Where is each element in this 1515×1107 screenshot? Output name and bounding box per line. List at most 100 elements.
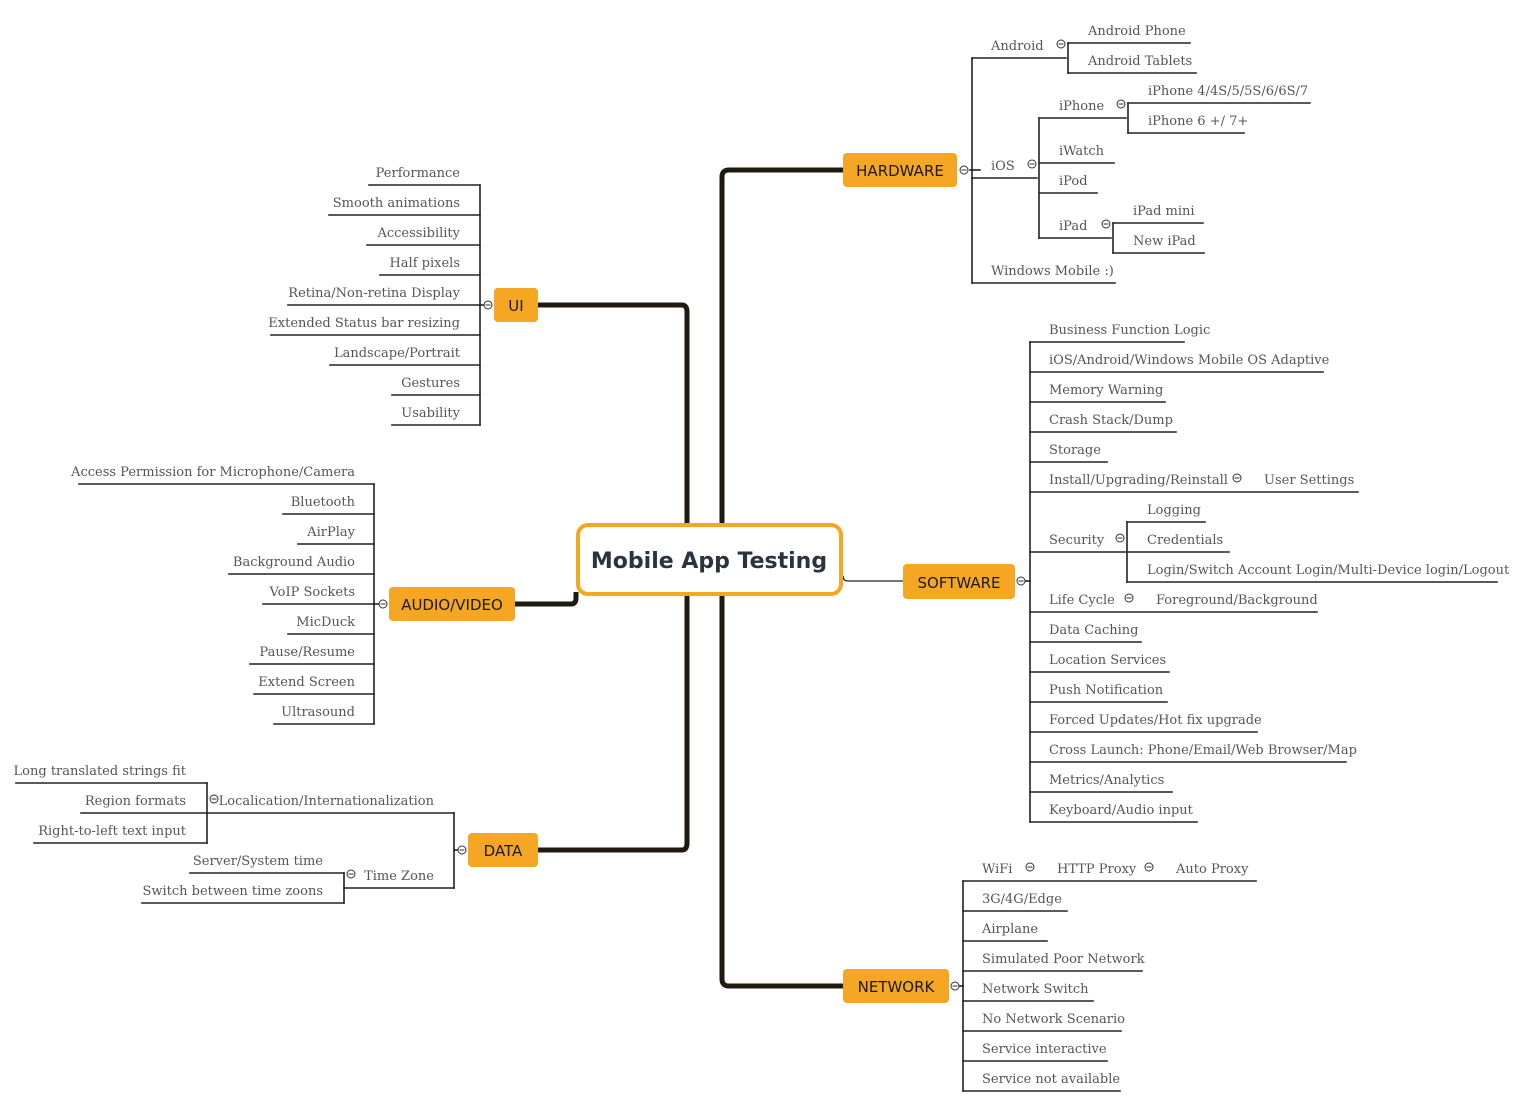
hw-windows-mobile[interactable]: Windows Mobile :) [991,264,1114,279]
branch-hardware[interactable]: HARDWARE [843,153,957,187]
collapse-network-icon[interactable] [950,981,960,991]
data-tz-server-time[interactable]: Server/System time [193,854,323,869]
hw-iwatch[interactable]: iWatch [1059,144,1105,159]
net-auto-proxy[interactable]: Auto Proxy [1175,862,1249,877]
sw-business-logic[interactable]: Business Function Logic [1049,323,1210,338]
branch-audio-video-label: AUDIO/VIDEO [401,596,503,614]
data-loc-long-strings[interactable]: Long translated strings fit [14,764,187,779]
ui-item-landscape-portrait[interactable]: Landscape/Portrait [334,346,461,361]
ui-item-performance[interactable]: Performance [376,166,461,181]
av-item-ultrasound[interactable]: Ultrasound [281,705,355,720]
branch-data[interactable]: DATA [468,833,538,867]
branch-software-label: SOFTWARE [917,574,1000,592]
av-item-permission[interactable]: Access Permission for Microphone/Camera [70,465,355,480]
hw-iphone-models-1[interactable]: iPhone 4/4S/5/5S/6/6S/7 [1148,84,1308,99]
collapse-software-icon[interactable] [1016,576,1026,586]
root-node[interactable]: Mobile App Testing [576,523,843,596]
sw-data-caching[interactable]: Data Caching [1049,623,1138,638]
data-loc-region-formats[interactable]: Region formats [85,794,186,809]
hw-ipod[interactable]: iPod [1059,174,1088,189]
ui-item-gestures[interactable]: Gestures [401,376,460,391]
collapse-ios-icon[interactable] [1027,159,1037,169]
collapse-install-icon[interactable] [1232,473,1242,483]
net-no-network[interactable]: No Network Scenario [982,1012,1125,1027]
sw-forced-updates[interactable]: Forced Updates/Hot fix upgrade [1049,713,1262,728]
ui-item-half-pixels[interactable]: Half pixels [389,256,460,271]
hw-ios[interactable]: iOS [991,159,1015,174]
root-title: Mobile App Testing [591,549,827,574]
ui-item-usability[interactable]: Usability [401,406,460,421]
av-item-airplay[interactable]: AirPlay [306,525,355,540]
sw-location-services[interactable]: Location Services [1049,653,1166,668]
sw-security[interactable]: Security [1049,533,1105,548]
sw-install[interactable]: Install/Upgrading/Reinstall [1049,473,1228,488]
hw-ipad[interactable]: iPad [1059,219,1087,234]
collapse-android-icon[interactable] [1056,39,1066,49]
data-localization[interactable]: Localication/Internationalization [219,794,435,809]
branch-data-label: DATA [484,842,523,860]
av-item-bluetooth[interactable]: Bluetooth [291,495,356,510]
av-item-extend-screen[interactable]: Extend Screen [258,675,355,690]
net-cellular[interactable]: 3G/4G/Edge [982,892,1062,907]
branch-audio-video[interactable]: AUDIO/VIDEO [389,587,515,621]
net-service-interactive[interactable]: Service interactive [982,1042,1107,1057]
collapse-wifi-icon[interactable] [1025,862,1035,872]
branch-software[interactable]: SOFTWARE [903,564,1015,599]
av-item-pause-resume[interactable]: Pause/Resume [259,645,355,660]
av-item-micduck[interactable]: MicDuck [296,615,355,630]
net-airplane[interactable]: Airplane [981,922,1038,937]
sw-cross-launch[interactable]: Cross Launch: Phone/Email/Web Browser/Ma… [1049,743,1357,758]
hw-android[interactable]: Android [990,39,1044,54]
sw-storage[interactable]: Storage [1049,443,1101,458]
sw-push-notification[interactable]: Push Notification [1049,683,1164,698]
net-network-switch[interactable]: Network Switch [982,982,1089,997]
collapse-hardware-icon[interactable] [959,165,969,175]
audio-video-subtree: Access Permission for Microphone/Camera … [70,465,384,725]
data-loc-rtl-input[interactable]: Right-to-left text input [38,824,187,839]
sw-memory-warning[interactable]: Memory Warning [1049,383,1163,398]
hw-android-phone[interactable]: Android Phone [1087,24,1186,39]
sw-os-adaptive[interactable]: iOS/Android/Windows Mobile OS Adaptive [1049,353,1330,368]
net-poor-network[interactable]: Simulated Poor Network [982,952,1145,967]
ui-item-retina[interactable]: Retina/Non-retina Display [288,286,460,301]
ui-item-status-bar[interactable]: Extended Status bar resizing [268,316,460,331]
branch-network[interactable]: NETWORK [843,969,949,1003]
hw-new-ipad[interactable]: New iPad [1133,234,1196,249]
collapse-data-icon[interactable] [457,845,467,855]
collapse-localization-icon[interactable] [209,794,219,804]
hw-iphone-models-2[interactable]: iPhone 6 +/ 7+ [1148,114,1248,129]
collapse-ui-icon[interactable] [483,300,493,310]
net-http-proxy[interactable]: HTTP Proxy [1057,862,1137,877]
sw-metrics[interactable]: Metrics/Analytics [1049,773,1164,788]
hw-iphone[interactable]: iPhone [1059,99,1104,114]
sw-keyboard-audio[interactable]: Keyboard/Audio input [1049,803,1194,818]
av-item-voip[interactable]: VoIP Sockets [268,585,355,600]
sw-login-switch[interactable]: Login/Switch Account Login/Multi-Device … [1147,563,1510,578]
collapse-ipad-icon[interactable] [1101,219,1111,229]
collapse-audio-video-icon[interactable] [378,599,388,609]
av-item-background-audio[interactable]: Background Audio [233,555,355,570]
collapse-http-proxy-icon[interactable] [1144,862,1154,872]
branch-ui[interactable]: UI [494,288,538,322]
sw-credentials[interactable]: Credentials [1147,533,1223,548]
collapse-timezone-icon[interactable] [346,869,356,879]
branch-network-label: NETWORK [858,978,936,996]
hw-ipad-mini[interactable]: iPad mini [1133,204,1195,219]
collapse-lifecycle-icon[interactable] [1124,593,1134,603]
ui-item-smooth-animations[interactable]: Smooth animations [333,196,460,211]
data-tz-switch[interactable]: Switch between time zoons [142,884,323,899]
collapse-security-icon[interactable] [1115,533,1125,543]
sw-logging[interactable]: Logging [1147,503,1201,518]
central-connectors [515,167,903,989]
net-wifi[interactable]: WiFi [982,862,1012,877]
sw-crash-stack[interactable]: Crash Stack/Dump [1049,413,1173,428]
hw-android-tablets[interactable]: Android Tablets [1087,54,1192,69]
ui-item-accessibility[interactable]: Accessibility [376,226,460,241]
data-time-zone[interactable]: Time Zone [364,869,434,884]
sw-user-settings[interactable]: User Settings [1264,473,1354,488]
collapse-iphone-icon[interactable] [1116,99,1126,109]
sw-life-cycle[interactable]: Life Cycle [1049,593,1115,608]
sw-foreground-background[interactable]: Foreground/Background [1156,593,1318,608]
net-service-unavailable[interactable]: Service not available [982,1072,1120,1087]
